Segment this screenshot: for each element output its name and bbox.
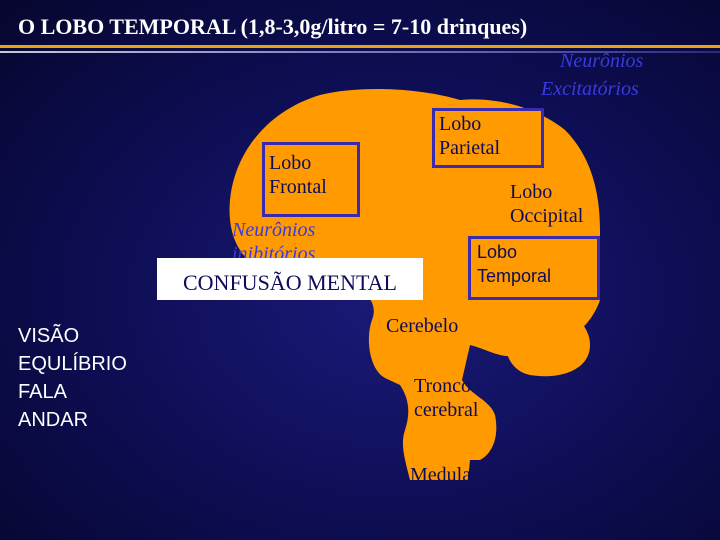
neuronios-inibitorios-line1: Neurônios [232, 219, 316, 241]
lobo-occipital-label: Lobo Occipital [510, 180, 583, 228]
cerebellum-shape [505, 300, 590, 377]
lobo-occipital-line2: Occipital [510, 205, 584, 227]
lobo-parietal-line1: Lobo [439, 113, 482, 135]
page-title: O LOBO TEMPORAL (1,8-3,0g/litro = 7-10 d… [18, 14, 528, 39]
lobo-parietal-line2: Parietal [439, 137, 501, 159]
lobo-frontal-line1: Lobo [269, 152, 312, 174]
lobo-temporal-line1: Lobo [477, 242, 518, 262]
lobo-temporal-line2: Temporal [477, 266, 552, 286]
lobo-frontal-line2: Frontal [269, 176, 327, 198]
neuronios-excitatorios-label-2: Excitatórios [541, 78, 639, 101]
lobo-occipital-line1: Lobo [510, 181, 553, 203]
medula-label: Medula [410, 464, 472, 486]
title-underline-orange [0, 45, 720, 48]
neuronios-excitatorios-label: Neurônios [560, 50, 643, 73]
confusao-mental-banner: CONFUSÃO MENTAL [157, 258, 423, 300]
neuronios-excitatorios-line1: Neurônios [560, 50, 644, 72]
functions-list: VISÃO EQULÍBRIO FALA ANDAR [18, 322, 127, 434]
confusao-mental-text: CONFUSÃO MENTAL [183, 270, 397, 295]
function-equilibrio: EQULÍBRIO [18, 353, 127, 375]
lobo-frontal-box: Lobo Frontal [262, 142, 360, 217]
tronco-line2: cerebral [414, 399, 479, 421]
lobo-temporal-box: Lobo Temporal [468, 236, 600, 300]
function-andar: ANDAR [18, 409, 89, 431]
neuronios-excitatorios-line2: Excitatórios [541, 78, 639, 100]
title-underline-gray [0, 51, 720, 53]
lobo-parietal-box: Lobo Parietal [432, 108, 544, 168]
tronco-line1: Tronco [414, 375, 472, 397]
function-visao: VISÃO [18, 325, 80, 347]
tronco-cerebral-label: Tronco cerebral [414, 374, 478, 422]
cerebelo-label: Cerebelo [386, 315, 459, 337]
function-fala: FALA [18, 381, 67, 403]
